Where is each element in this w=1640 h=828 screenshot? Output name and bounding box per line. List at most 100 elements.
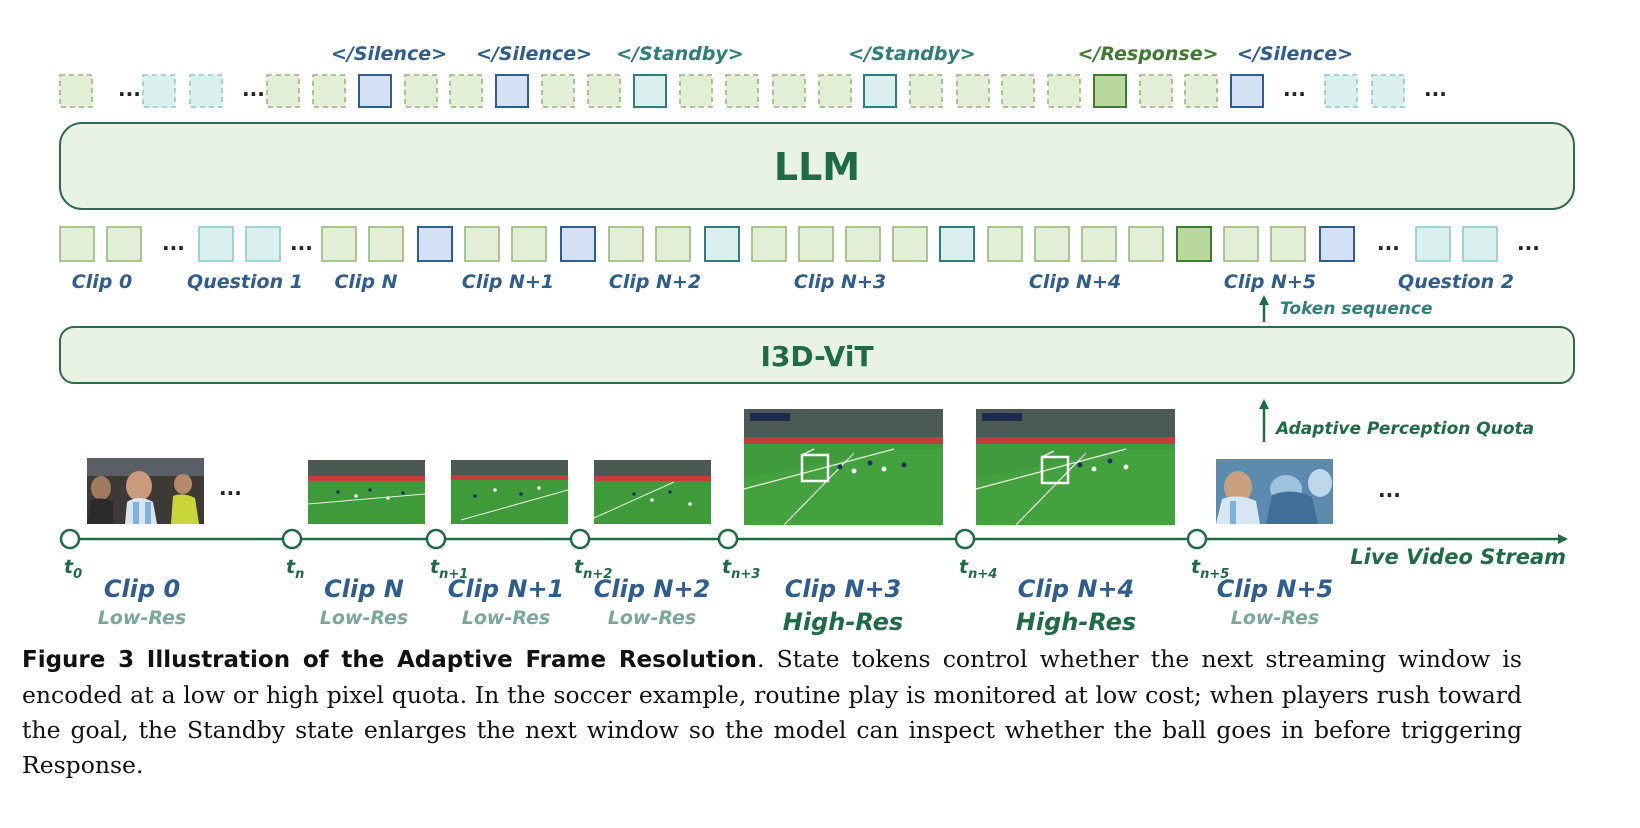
input-token [321, 226, 357, 262]
thumbnail-clip-n2 [593, 460, 711, 524]
input-token [655, 226, 691, 262]
output-token [1001, 74, 1035, 108]
high-res-label: High-Res [1016, 608, 1136, 636]
output-token [142, 74, 176, 108]
group-label-clip-n1: Clip N+1 [462, 271, 554, 293]
output-token [404, 74, 438, 108]
input-token [198, 226, 234, 262]
input-token [1128, 226, 1164, 262]
group-label-clip-n3: Clip N+3 [794, 271, 886, 293]
live-stream-label: Live Video Stream [1350, 545, 1566, 569]
output-token [266, 74, 300, 108]
clip-name-label: Clip N+4 [1018, 575, 1135, 603]
state-label-silence-2: </Silence> [476, 43, 592, 65]
state-label-standby-1: </Standby> [616, 43, 743, 65]
clip-name-label: Clip N [324, 575, 404, 603]
timeline-tick-label: tn+1 [430, 556, 468, 582]
input-token [1319, 226, 1355, 262]
timeline-tick [1186, 528, 1208, 550]
encoder-block [59, 326, 1575, 384]
input-token [560, 226, 596, 262]
output-token [358, 74, 392, 108]
output-token [59, 74, 93, 108]
clip-name-label: Clip N+1 [448, 575, 565, 603]
input-token [987, 226, 1023, 262]
token-sequence-label: Token sequence [1280, 299, 1433, 319]
thumbnail-ellipsis-left: ... [219, 476, 242, 500]
input-token [245, 226, 281, 262]
timeline-tick-label: tn+3 [722, 556, 760, 582]
input-token [1034, 226, 1070, 262]
group-label-clip-n4: Clip N+4 [1029, 271, 1121, 293]
input-token [464, 226, 500, 262]
timeline-tick-label: t0 [64, 556, 82, 582]
output-token [956, 74, 990, 108]
group-label-clip-n: Clip N [334, 271, 397, 293]
output-token [863, 74, 897, 108]
output-token [1230, 74, 1264, 108]
input-ellipsis: ... [162, 231, 185, 255]
low-res-label: Low-Res [1231, 607, 1319, 629]
timeline-tick-label: tn [286, 556, 304, 582]
encoder-label: I3D-ViT [760, 340, 873, 373]
input-token [1176, 226, 1212, 262]
clip-name-label: Clip N+3 [785, 575, 902, 603]
clip-name-label: Clip N+5 [1217, 575, 1334, 603]
input-token [1081, 226, 1117, 262]
timeline-tick-label: tn+4 [959, 556, 997, 582]
timeline-tick-label: tn+5 [1191, 556, 1229, 582]
timeline-tick [59, 528, 81, 550]
output-token [1139, 74, 1173, 108]
output-token-row: ............ [59, 74, 1447, 108]
timeline-ticks: t0 tn tn+1 tn+2 tn+3 tn+4 tn+5 [59, 528, 1229, 582]
output-token [1047, 74, 1081, 108]
output-token [1093, 74, 1127, 108]
group-label-question-1: Question 1 [187, 271, 303, 293]
output-token [909, 74, 943, 108]
output-token [312, 74, 346, 108]
output-state-labels: </Silence> </Silence> </Standby> </Stand… [331, 43, 1353, 65]
output-ellipsis: ... [242, 77, 265, 101]
adaptive-quota-label: Adaptive Perception Quota [1274, 419, 1534, 439]
state-label-silence-3: </Silence> [1237, 43, 1353, 65]
input-token [939, 226, 975, 262]
input-token [704, 226, 740, 262]
input-token [106, 226, 142, 262]
caption-title: Figure 3 Illustration of the Adaptive Fr… [22, 647, 757, 673]
state-label-response: </Response> [1077, 43, 1218, 65]
input-token [1462, 226, 1498, 262]
state-label-silence-1: </Silence> [331, 43, 447, 65]
input-token [511, 226, 547, 262]
thumbnail-clip-n5 [1216, 459, 1333, 524]
caption-text: . State tokens control whether the next … [22, 645, 1522, 779]
output-token [495, 74, 529, 108]
group-label-question-2: Question 2 [1398, 271, 1514, 293]
group-label-clip-n2: Clip N+2 [609, 271, 701, 293]
adaptive-resolution-diagram: </Silence> </Silence> </Standby> </Stand… [59, 43, 1575, 636]
timeline-tick [954, 528, 976, 550]
input-token [608, 226, 644, 262]
thumbnail-clip-n4 [975, 409, 1175, 526]
input-group-labels: Clip 0 Question 1 Clip N Clip N+1 Clip N… [72, 271, 1514, 293]
thumbnail-clip-n3 [743, 409, 943, 526]
timeline-tick [717, 528, 739, 550]
group-label-clip-0: Clip 0 [72, 271, 132, 293]
output-token [449, 74, 483, 108]
output-token [541, 74, 575, 108]
input-token [845, 226, 881, 262]
input-token [59, 226, 95, 262]
output-ellipsis: ... [118, 77, 141, 101]
output-token [633, 74, 667, 108]
output-token [1324, 74, 1358, 108]
low-res-label: Low-Res [608, 607, 696, 629]
low-res-label: Low-Res [320, 607, 408, 629]
state-label-standby-2: </Standby> [848, 43, 975, 65]
input-token [368, 226, 404, 262]
output-token [679, 74, 713, 108]
timeline-tick-label: tn+2 [574, 556, 612, 582]
output-token [772, 74, 806, 108]
input-ellipsis: ... [1517, 231, 1540, 255]
output-token [725, 74, 759, 108]
thumbnail-clip-n [307, 460, 426, 524]
